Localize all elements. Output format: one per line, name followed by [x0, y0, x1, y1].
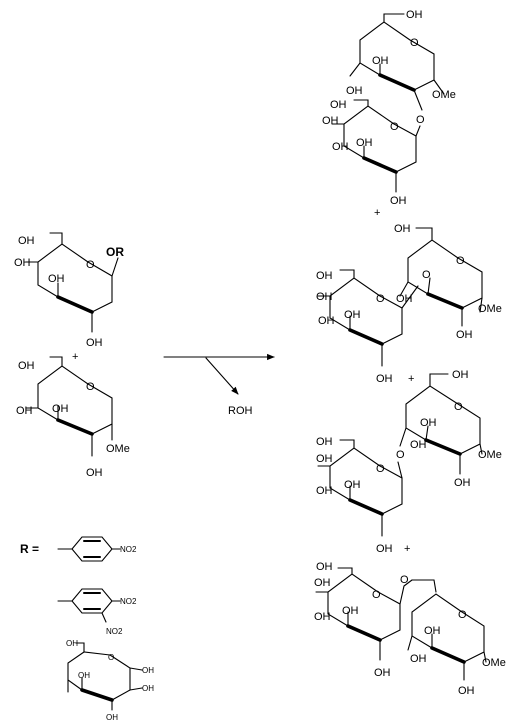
p3-oh-c4c: OH: [316, 485, 333, 497]
p4-ring-o: O: [458, 609, 467, 621]
p-nitro-no2: NO2: [120, 545, 137, 554]
p1-link-o: O: [416, 114, 425, 126]
product-2: OH O O OH OMe OH OH OH O OH OH OH: [316, 223, 502, 385]
donor-or: OR: [106, 245, 124, 259]
p3-ho-c6b: OH: [316, 436, 333, 448]
p2-ho-c4: OH: [396, 293, 413, 305]
p4-ho-c4b: OH: [314, 577, 331, 589]
donor-glycoside: OH O OR OH OH OH: [14, 232, 124, 349]
r-equals-label: R =: [20, 542, 39, 556]
p1-oh-c6: OH: [406, 9, 423, 21]
p2-ring-o-b: O: [376, 293, 385, 305]
dinitrophenyl: NO2 NO2: [57, 588, 137, 636]
acceptor-ome: OMe: [106, 443, 130, 455]
acceptor-oh-c2: OH: [86, 467, 103, 479]
p3-oh-c4: OH: [420, 417, 437, 429]
dinitro-no2-b: NO2: [106, 627, 123, 636]
p3-oh-c2: OH: [454, 477, 471, 489]
donor-ring-o: O: [86, 259, 95, 271]
donor-ho-c4: OH: [14, 257, 31, 269]
p2-oh-c6: OH: [394, 223, 411, 235]
acceptor-ring-o: O: [86, 381, 95, 393]
p4-ring-o-b: O: [372, 589, 381, 601]
p4-oh-c2b: OH: [374, 667, 391, 679]
p1-ho-c6b: OH: [330, 99, 347, 111]
p1-oh-c4c: OH: [332, 141, 349, 153]
p1-oh-c3: OH: [372, 55, 389, 67]
plus-p2: +: [408, 373, 414, 385]
p3-ring-o-b: O: [376, 463, 385, 475]
p2-ring-o: O: [456, 255, 465, 267]
p4-oh-c3b: OH: [342, 605, 359, 617]
p1-ring-o-b: O: [390, 121, 399, 133]
galactosyl-r: OH O OH OH OH OH: [66, 639, 154, 722]
p4-ome: OMe: [482, 657, 506, 669]
p3-link-o: O: [396, 449, 405, 461]
p3-ring-o: O: [454, 401, 463, 413]
p3-oh-c6: OH: [452, 369, 469, 381]
p1-oh-c2b: OH: [390, 195, 407, 207]
acceptor-oh-c3: OH: [52, 403, 69, 415]
p3-oh-c3b: OH: [344, 479, 361, 491]
product-3: OH O OH OH OMe O OH OH OH O OH OH OH: [316, 369, 502, 555]
gal-ho-c6: OH: [66, 639, 78, 648]
acceptor-ho-c6: OH: [18, 360, 35, 372]
product-4: OH OH O O OH OH OH O OH OH OMe OH: [314, 561, 506, 697]
plus-p3: +: [404, 543, 410, 555]
p2-ome: OMe: [478, 303, 502, 315]
p2-ho-c4b: OH: [316, 291, 333, 303]
p3-ho-c4b: OH: [316, 453, 333, 465]
p4-link-o: O: [400, 574, 409, 586]
p4-oh-c2: OH: [458, 685, 475, 697]
p1-ring-o: O: [410, 37, 419, 49]
plus-p1: +: [374, 207, 380, 219]
p1-ho-c4b: OH: [322, 115, 339, 127]
donor-oh-c3: OH: [48, 273, 65, 285]
p-nitrophenyl: NO2: [57, 536, 137, 562]
p4-oh-c4c: OH: [314, 611, 331, 623]
donor-ho-c6: OH: [18, 235, 35, 247]
p1-oh-c3b: OH: [356, 137, 373, 149]
gal-oh-c4: OH: [78, 671, 90, 680]
gal-oh-c2: OH: [142, 684, 154, 693]
gal-oh-c3: OH: [106, 713, 118, 722]
reaction-arrow: ROH: [163, 353, 275, 417]
acceptor-ho-c4: OH: [16, 405, 33, 417]
p4-oh-c4: OH: [424, 625, 441, 637]
p1-ome: OMe: [432, 89, 456, 101]
plus-left: +: [72, 351, 78, 363]
p2-oh-c2b: OH: [376, 373, 393, 385]
r-definitions: R = NO2 NO2 NO2: [20, 536, 154, 722]
p2-ho-c6b: OH: [316, 270, 333, 282]
p1-ho-c4: OH: [346, 85, 363, 97]
gal-ring-o: O: [108, 653, 114, 662]
p4-ho-c3: OH: [410, 653, 427, 665]
p2-oh-c2: OH: [456, 329, 473, 341]
gal-oh-c1: OH: [142, 666, 154, 675]
dinitro-no2-a: NO2: [120, 597, 137, 606]
donor-oh-c2: OH: [86, 337, 103, 349]
p2-link-o: O: [422, 269, 431, 281]
p2-oh-c3b: OH: [344, 309, 361, 321]
product-1: OH O OH OH OMe O OH OH O OH OH OH: [322, 9, 456, 207]
acceptor-glycoside: OH O OH OH OMe OH: [16, 356, 130, 479]
p3-oh-c2b: OH: [376, 543, 393, 555]
p4-ho-c6b: OH: [316, 561, 333, 573]
p3-ome: OMe: [478, 449, 502, 461]
p2-oh-c4c: OH: [318, 315, 335, 327]
roh-byproduct: ROH: [228, 405, 253, 417]
p3-ho-c3: OH: [410, 439, 427, 451]
